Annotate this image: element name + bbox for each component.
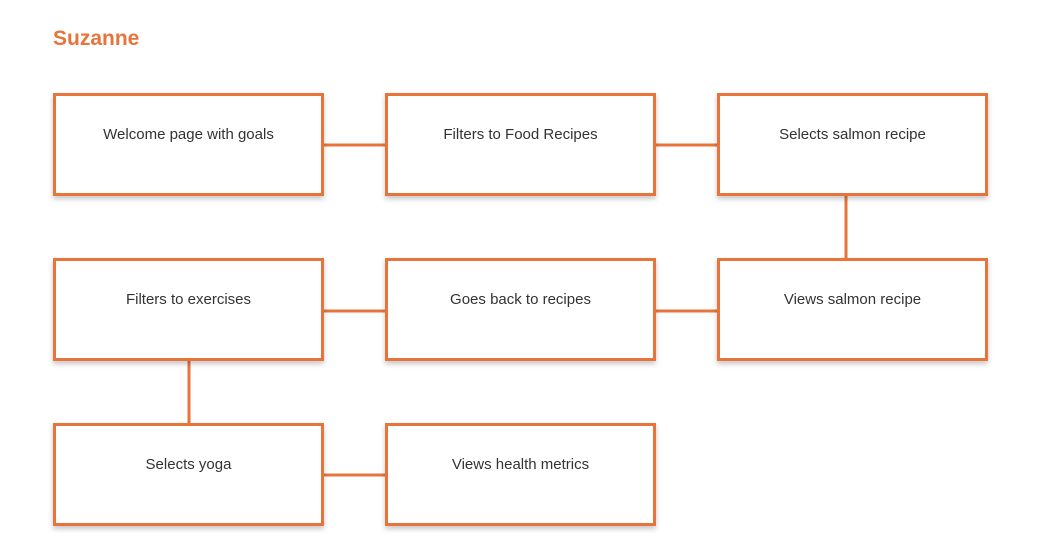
step-label: Views salmon recipe xyxy=(783,291,922,308)
step-selects-salmon-recipe: Selects salmon recipe xyxy=(717,93,988,196)
step-label: Welcome page with goals xyxy=(103,126,274,143)
step-label: Views health metrics xyxy=(451,456,590,473)
step-views-salmon-recipe: Views salmon recipe xyxy=(717,258,988,361)
step-goes-back-to-recipes: Goes back to recipes xyxy=(385,258,656,361)
step-welcome-page: Welcome page with goals xyxy=(53,93,324,196)
step-views-health-metrics: Views health metrics xyxy=(385,423,656,526)
step-label: Goes back to recipes xyxy=(450,291,591,308)
step-selects-yoga: Selects yoga xyxy=(53,423,324,526)
step-label: Selects yoga xyxy=(145,456,232,473)
step-label: Filters to Food Recipes xyxy=(443,126,598,143)
step-label: Filters to exercises xyxy=(125,291,252,308)
step-filters-to-exercises: Filters to exercises xyxy=(53,258,324,361)
step-filters-food-recipes: Filters to Food Recipes xyxy=(385,93,656,196)
flow-title: Suzanne xyxy=(53,27,140,50)
step-label: Selects salmon recipe xyxy=(779,126,926,143)
